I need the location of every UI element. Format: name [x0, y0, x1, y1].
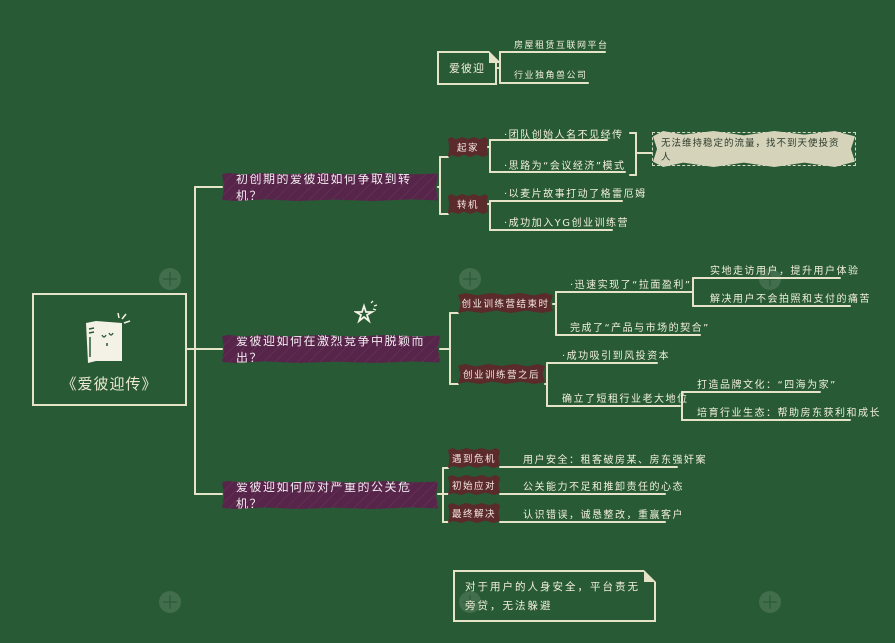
- summary-note[interactable]: 对于用户的人身安全，平台责无旁贷，无法躲避: [453, 570, 656, 622]
- watermark-plus-icon: [759, 268, 781, 290]
- tag-origin[interactable]: 起家: [448, 137, 488, 157]
- brand-item[interactable]: 房屋租赁互联网平台: [514, 41, 609, 51]
- main-topic-2[interactable]: 爱彼迎如何在激烈竞争中脱颖而出？: [222, 335, 440, 363]
- callout-text: 无法维持稳定的流量，找不到天使投资人: [653, 131, 855, 167]
- note-fold-icon: [644, 570, 656, 582]
- root-title: 《爱彼迎传》: [61, 375, 158, 393]
- list-item[interactable]: ·以麦片故事打动了格雷厄姆: [504, 189, 647, 200]
- sub-item[interactable]: 培育行业生态：帮助房东获利和成长: [697, 408, 881, 419]
- sub-item[interactable]: 实地走访用户，提升用户体验: [710, 266, 860, 277]
- note-fold-icon: [489, 51, 501, 63]
- list-item[interactable]: 公关能力不足和推卸责任的心态: [523, 482, 684, 493]
- tag-after-bootcamp[interactable]: 创业训练营之后: [458, 364, 545, 384]
- main-topic-label: 爱彼迎如何在激烈竞争中脱颖而出？: [236, 334, 426, 365]
- brand-item[interactable]: 行业独角兽公司: [514, 71, 588, 81]
- list-item[interactable]: 认识错误，诚恳整改，重赢客户: [523, 510, 684, 521]
- book-icon: [86, 312, 131, 363]
- tag-label: 遇到危机: [451, 454, 496, 465]
- summary-note-text: 对于用户的人身安全，平台责无旁贷，无法躲避: [465, 581, 640, 612]
- list-item[interactable]: ·成功吸引到风投资本: [562, 351, 671, 362]
- root-topic[interactable]: 《爱彼迎传》: [32, 293, 187, 406]
- watermark-plus-icon: [159, 268, 181, 290]
- callout-box[interactable]: 无法维持稳定的流量，找不到天使投资人: [652, 131, 856, 167]
- tag-label: 起家: [456, 143, 479, 154]
- list-item[interactable]: 确立了短租行业老大地位: [562, 394, 689, 405]
- tag-bootcamp-end[interactable]: 创业训练营结束时: [458, 293, 553, 313]
- sub-item[interactable]: 解决用户不会拍照和支付的痛苦: [710, 294, 871, 305]
- main-topic-label: 爱彼迎如何应对严重的公关危机？: [236, 480, 412, 511]
- brand-label: 爱彼迎: [449, 62, 485, 75]
- list-item[interactable]: ·团队创始人名不见经传: [504, 130, 624, 141]
- watermark-plus-icon: [459, 591, 481, 613]
- tag-crisis[interactable]: 遇到危机: [448, 448, 500, 468]
- sub-item[interactable]: 打造品牌文化：“四海为家”: [697, 380, 837, 391]
- tag-final-solution[interactable]: 最终解决: [448, 503, 500, 523]
- watermark-plus-icon: [159, 591, 181, 613]
- list-item[interactable]: 用户安全：租客破房某、房东强奸案: [523, 455, 707, 466]
- tag-label: 最终解决: [451, 509, 496, 520]
- list-item[interactable]: ·思路为“会议经济”模式: [504, 161, 626, 172]
- list-item[interactable]: 完成了“产品与市场的契合”: [570, 323, 710, 334]
- main-topic-3[interactable]: 爱彼迎如何应对严重的公关危机？: [222, 481, 438, 509]
- tag-label: 创业训练营之后: [462, 370, 540, 381]
- watermark-plus-icon: [459, 268, 481, 290]
- main-topic-1[interactable]: 初创期的爱彼迎如何争取到转机？: [222, 173, 438, 201]
- main-topic-label: 初创期的爱彼迎如何争取到转机？: [236, 172, 412, 203]
- watermark-plus-icon: [759, 591, 781, 613]
- tag-label: 创业训练营结束时: [461, 299, 550, 310]
- brand-node[interactable]: 爱彼迎: [437, 51, 501, 85]
- tag-label: 转机: [456, 200, 479, 211]
- tag-turning-point[interactable]: 转机: [448, 194, 488, 214]
- star-icon: [354, 300, 378, 324]
- tag-initial-response[interactable]: 初始应对: [448, 475, 500, 495]
- list-item[interactable]: ·成功加入YG创业训练营: [504, 218, 630, 229]
- list-item[interactable]: ·迅速实现了“拉面盈利”: [570, 280, 692, 291]
- tag-label: 初始应对: [451, 481, 496, 492]
